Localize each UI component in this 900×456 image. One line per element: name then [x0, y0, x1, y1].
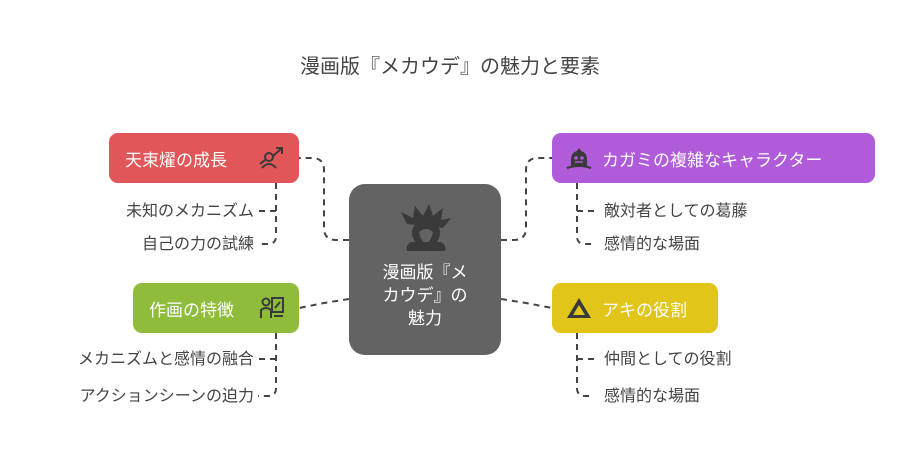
diagram-title: 漫画版『メカウデ』の魅力と要素 — [300, 54, 600, 78]
leaf-growth-1: 未知のメカニズム — [125, 201, 254, 220]
connector-center-aki — [500, 298, 553, 309]
connector-art-leaves — [258, 333, 277, 397]
leaf-kagami-2: 感情的な場面 — [604, 234, 701, 253]
villain-face-icon — [566, 148, 592, 169]
leaf-kagami-1: 敵対者としての葛藤 — [604, 201, 748, 220]
artist-drawing-icon — [260, 297, 284, 318]
connector-growth-leaves — [258, 183, 277, 245]
center-node[interactable]: 漫画版『メ カウデ』の 魅力 — [349, 184, 501, 355]
node-growth-label: 天束燿の成長 — [125, 150, 227, 171]
center-label-line3: 魅力 — [408, 309, 442, 329]
leaf-art-1: メカニズムと感情の融合 — [77, 349, 254, 368]
center-label-line2: カウデ』の — [382, 286, 468, 306]
growth-arrow-person-icon — [259, 147, 283, 169]
connector-center-art — [298, 298, 350, 309]
leaf-art-2: アクションシーンの迫力 — [79, 386, 254, 405]
center-label-line1: 漫画版『メ — [382, 263, 468, 283]
node-aki[interactable]: アキの役割 — [552, 283, 718, 333]
connector-center-growth — [299, 157, 349, 241]
node-kagami[interactable]: カガミの複雑なキャラクター — [552, 133, 875, 183]
connector-aki-leaves — [576, 333, 594, 397]
triangle-logo-icon — [567, 298, 591, 318]
leaf-aki-1: 仲間としての役割 — [604, 349, 732, 368]
node-art[interactable]: 作画の特徴 — [133, 283, 299, 333]
node-art-label: 作画の特徴 — [149, 300, 234, 321]
node-aki-label: アキの役割 — [602, 300, 687, 321]
leaf-aki-2: 感情的な場面 — [604, 386, 701, 405]
manga-character-icon — [401, 204, 451, 251]
node-kagami-label: カガミの複雑なキャラクター — [602, 150, 823, 171]
connector-center-kagami — [501, 157, 552, 241]
connector-kagami-leaves — [576, 183, 594, 245]
node-growth[interactable]: 天束燿の成長 — [109, 133, 299, 183]
leaf-growth-2: 自己の力の試練 — [141, 234, 254, 253]
